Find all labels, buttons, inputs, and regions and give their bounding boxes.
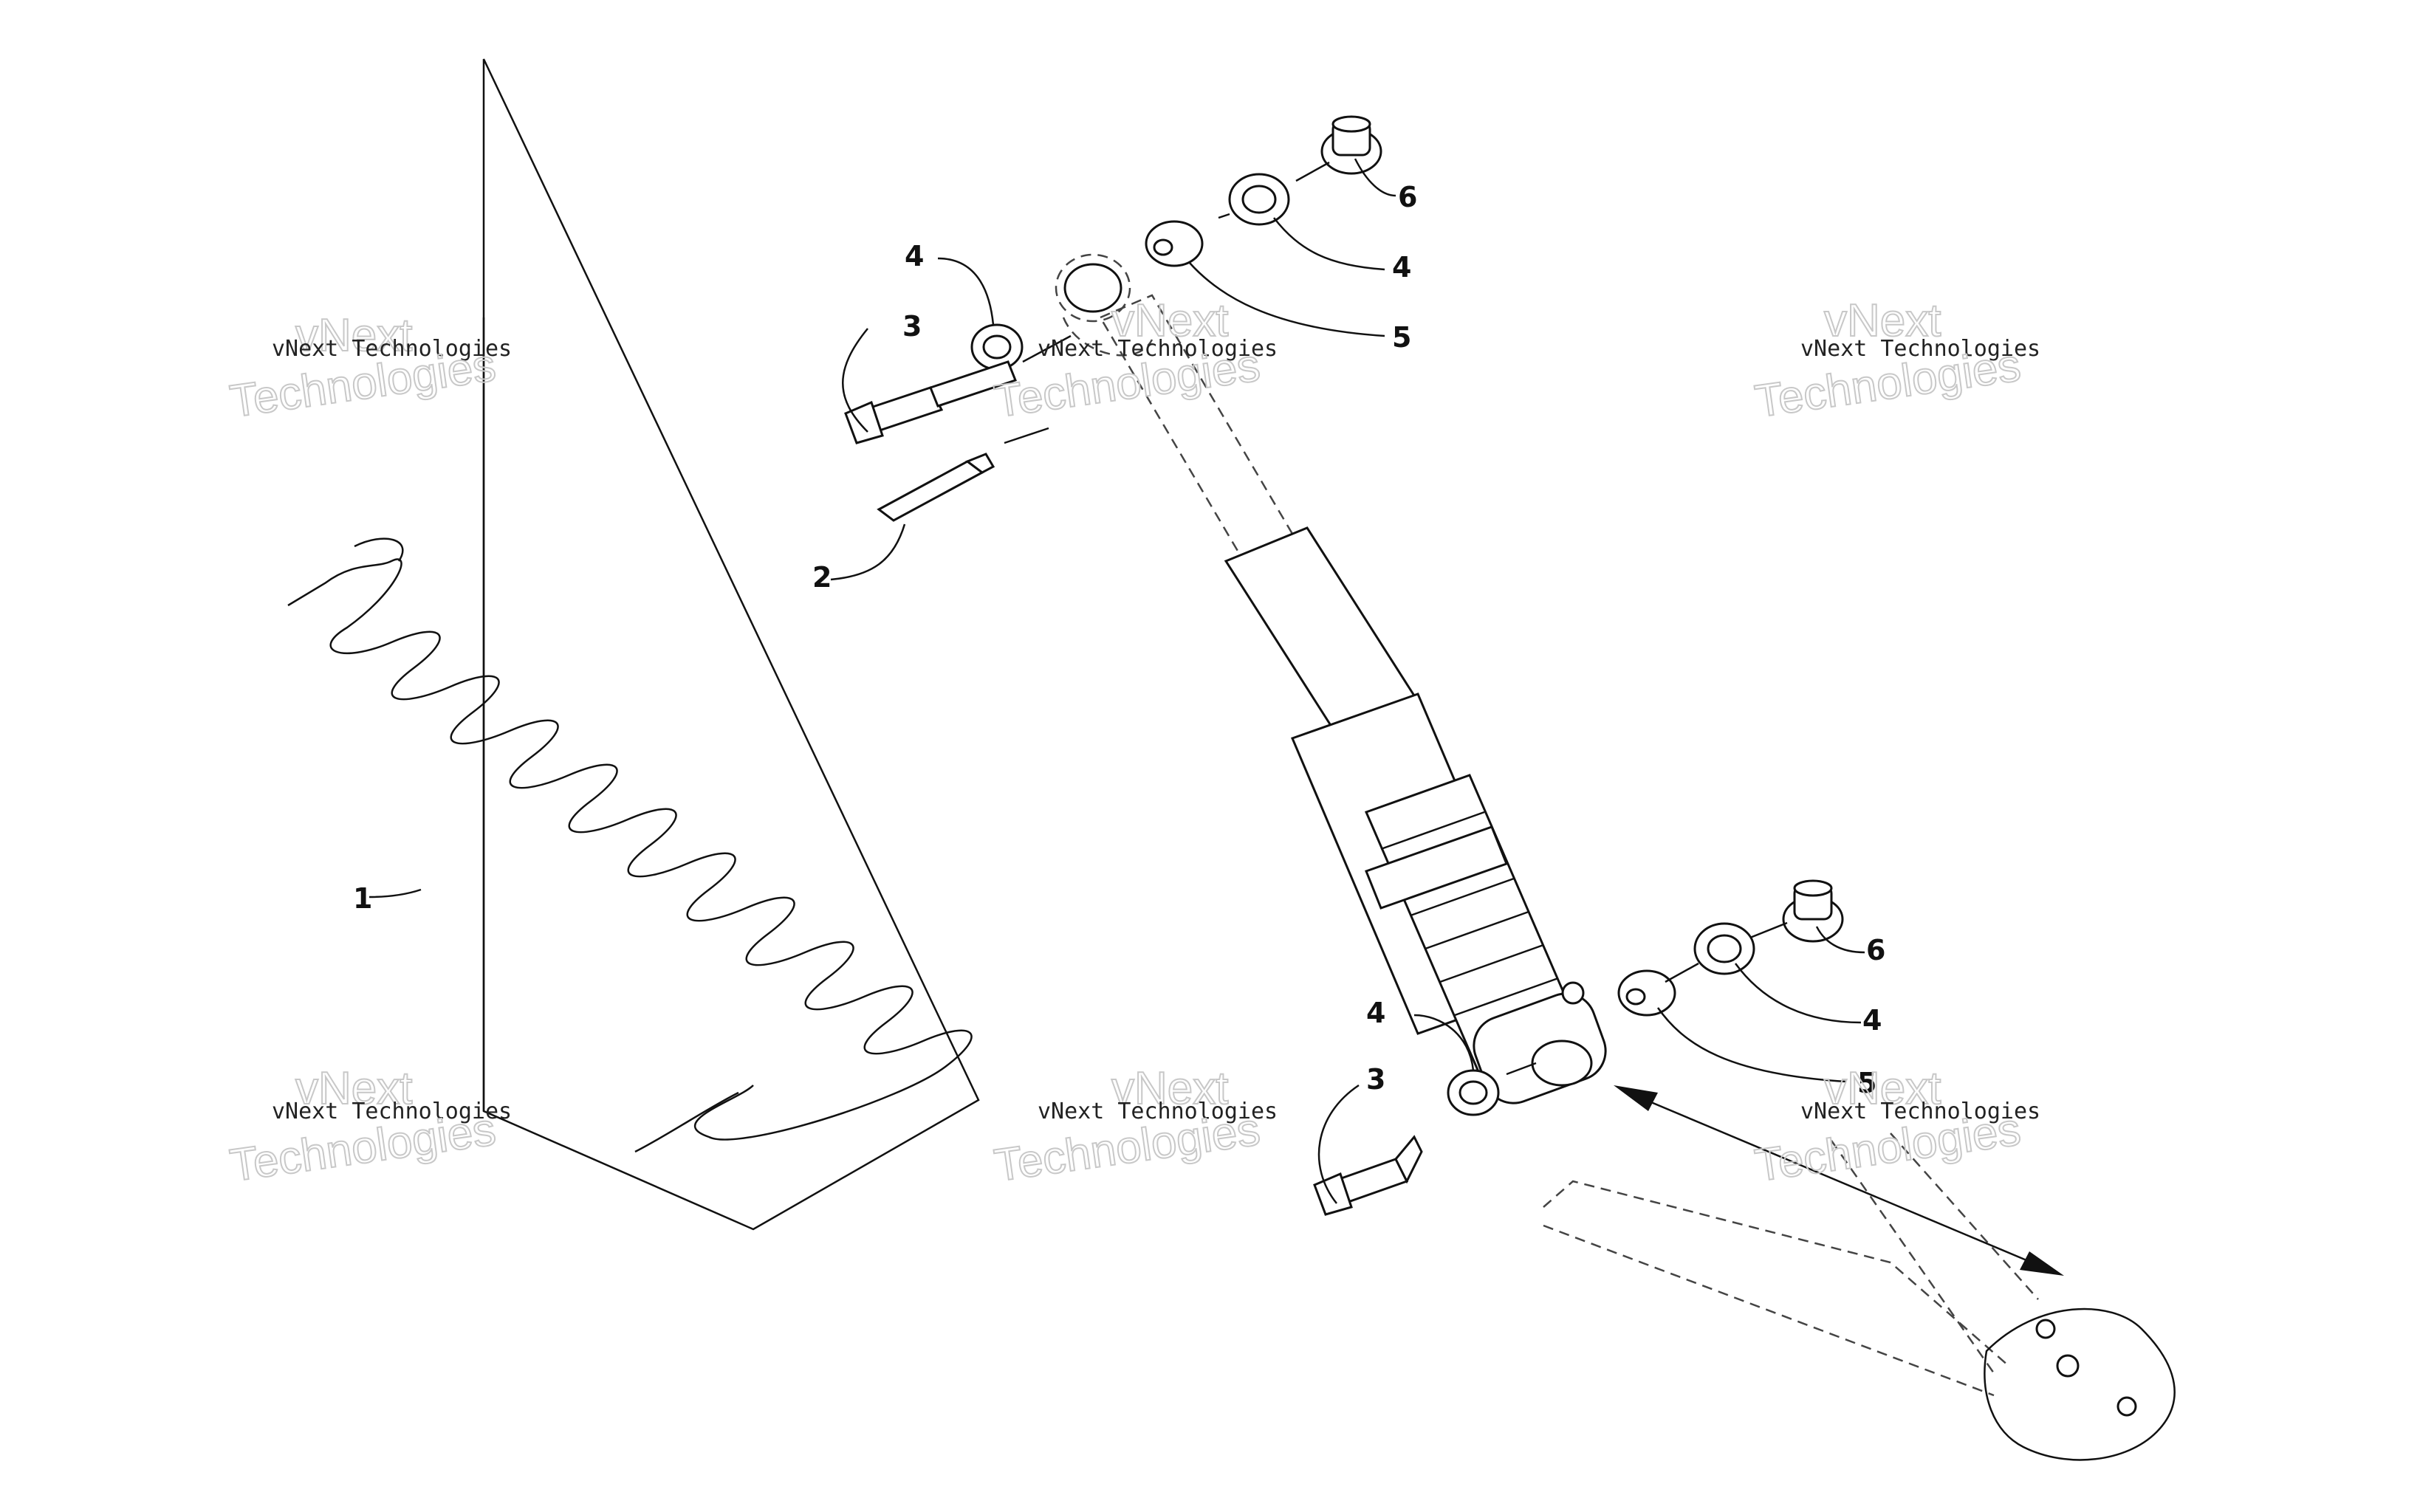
flange-nut-top	[1320, 115, 1382, 175]
callout-4-bottom-left: 4	[1366, 997, 1385, 1029]
shock-absorber	[1099, 294, 1607, 1104]
watermark-top-left: vNext vNext Technologies Technologies	[226, 309, 512, 428]
bolt-bottom	[1313, 1135, 1423, 1216]
bushing-bottom	[1617, 969, 1676, 1017]
a-arm-mount	[1543, 1133, 2176, 1461]
svg-text:vNext: vNext	[1111, 1063, 1228, 1114]
svg-text:vNext: vNext	[1824, 295, 1941, 346]
svg-text:vNext Technologies: vNext Technologies	[1038, 336, 1278, 362]
bolt-top	[844, 360, 1017, 444]
callout-3-top: 3	[902, 310, 922, 343]
upper-mount-eye	[1055, 253, 1154, 357]
callout-5-top: 5	[1392, 321, 1411, 354]
leader-lines	[369, 158, 1865, 1204]
spring-group-frame	[482, 58, 980, 1231]
svg-text:vNext Technologies: vNext Technologies	[272, 336, 512, 362]
svg-text:vNext Technologies: vNext Technologies	[1800, 1099, 2040, 1124]
callout-1: 1	[353, 882, 372, 915]
callout-2: 2	[812, 561, 832, 594]
callout-4-bottom-right: 4	[1862, 1004, 1882, 1037]
callout-5-bottom: 5	[1857, 1067, 1876, 1099]
mount-arrow	[1614, 1085, 2064, 1276]
svg-text:vNext Technologies: vNext Technologies	[1800, 336, 2040, 362]
flange-nut-bottom	[1782, 879, 1844, 943]
watermark-top-right: vNext vNext Technologies Technologies	[1751, 295, 2040, 428]
washer-bottom-left	[1447, 1069, 1500, 1116]
top-hardware	[844, 115, 1382, 522]
callout-4-top-right: 4	[1392, 251, 1411, 284]
callout-4-top-left: 4	[905, 240, 924, 272]
watermark-bottom-left: vNext vNext Technologies Technologies	[226, 1062, 512, 1192]
callout-6-top: 6	[1398, 181, 1417, 213]
bushing-top	[1145, 220, 1204, 267]
svg-text:vNext: vNext	[1824, 1063, 1941, 1114]
watermark-bottom-right: vNext vNext Technologies Technologies	[1751, 1062, 2040, 1192]
svg-text:vNext Technologies: vNext Technologies	[272, 1099, 512, 1124]
bottom-hardware	[1313, 879, 1844, 1216]
watermark-top-center: vNext vNext Technologies Technologies	[990, 295, 1278, 428]
svg-text:vNext: vNext	[1111, 295, 1228, 346]
svg-text:vNext: vNext	[295, 1063, 412, 1114]
coil-spring	[287, 537, 973, 1153]
washer-top-right	[1228, 173, 1290, 226]
callout-3-bottom: 3	[1366, 1063, 1385, 1096]
spacer-pin	[877, 453, 995, 522]
washer-top-left	[970, 323, 1024, 371]
washer-bottom-right	[1693, 922, 1755, 975]
watermark-bottom-center: vNext vNext Technologies Technologies	[990, 1062, 1278, 1192]
callout-6-bottom: 6	[1866, 934, 1885, 966]
svg-text:vNext: vNext	[295, 310, 412, 361]
svg-text:vNext Technologies: vNext Technologies	[1038, 1099, 1278, 1124]
